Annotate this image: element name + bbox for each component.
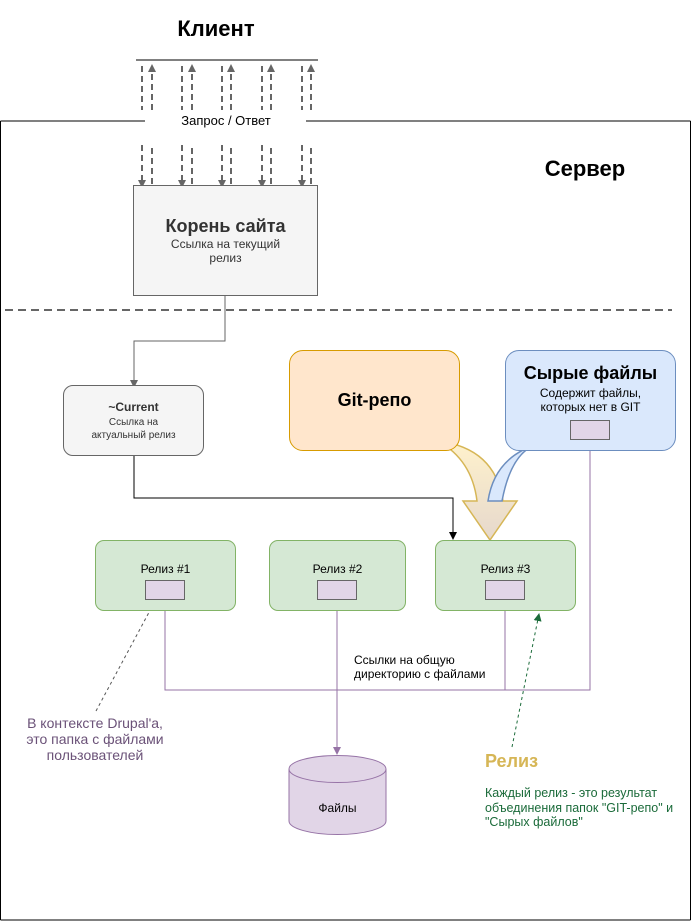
- raw-merge-arrow: [487, 442, 543, 502]
- git-merge-arrow: [437, 440, 519, 542]
- git-repo-box: Git-репо: [289, 350, 460, 451]
- release-2-box: Релиз #2: [269, 540, 406, 611]
- files-label: Файлы: [318, 801, 357, 815]
- site-root-title: Корень сайта: [165, 216, 286, 236]
- shared-links-note: Ссылки на общую директорию с файлами: [354, 653, 486, 681]
- request-response-arrows: [138, 64, 315, 188]
- client-title: Клиент: [177, 16, 255, 41]
- release-2-label: Релиз #2: [312, 562, 363, 576]
- request-response-label: Запрос / Ответ: [181, 113, 271, 128]
- raw-files-folder-icon: [570, 420, 610, 440]
- release-2-folder-icon: [317, 580, 357, 600]
- release-1-folder-icon: [145, 580, 185, 600]
- release-3-label: Релиз #3: [480, 562, 531, 576]
- release-1-box: Релиз #1: [95, 540, 236, 611]
- current-subtitle: Ссылка на актуальный релиз: [91, 416, 176, 441]
- raw-files-title: Сырые файлы: [523, 363, 658, 383]
- git-repo-title: Git-репо: [337, 390, 412, 410]
- release-3-box: Релиз #3: [435, 540, 576, 611]
- files-cylinder: [288, 755, 387, 835]
- server-title: Сервер: [544, 156, 626, 181]
- site-root-box: Корень сайта Ссылка на текущий релиз: [133, 185, 318, 296]
- drupal-note: В контексте Drupal'a, это папка с файлам…: [26, 715, 164, 763]
- release-3-folder-icon: [485, 580, 525, 600]
- release-1-label: Релиз #1: [140, 562, 191, 576]
- shared-files-links: [164, 451, 591, 755]
- release-note-description: Каждый релиз - это результат объединения…: [485, 786, 674, 829]
- current-symlink-box: ~Current Ссылка на актуальный релиз: [63, 385, 204, 456]
- release-note-arrow: [511, 613, 542, 748]
- root-to-current-link: [130, 296, 226, 388]
- server-frame: [0, 120, 691, 921]
- current-title: ~Current: [108, 399, 159, 414]
- raw-files-subtitle: Содержит файлы, которых нет в GIT: [539, 386, 642, 414]
- release-note-title: Релиз: [485, 751, 539, 771]
- drupal-note-arrow: [95, 602, 155, 712]
- current-to-release3-link: [133, 456, 457, 540]
- site-root-subtitle: Ссылка на текущий релиз: [170, 237, 281, 265]
